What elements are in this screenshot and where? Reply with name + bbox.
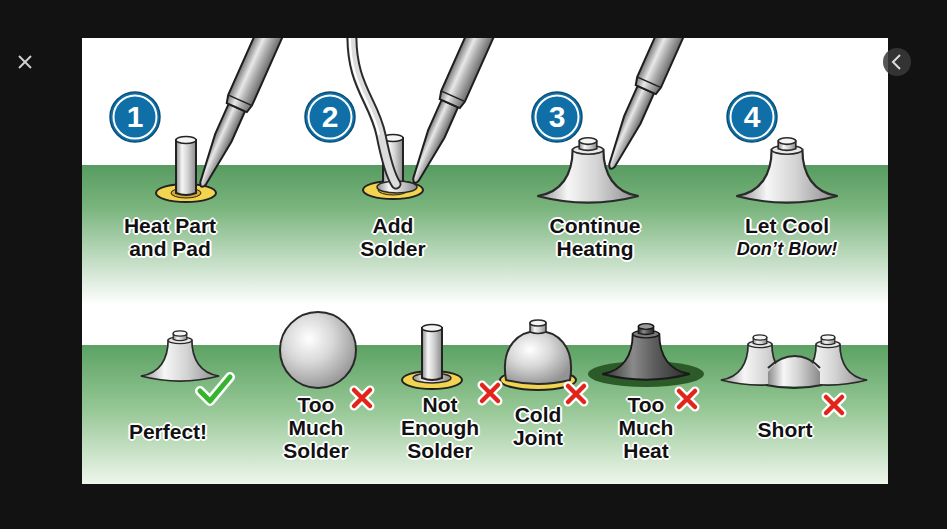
callout-number: 1 (127, 102, 144, 132)
badge-disc (727, 92, 777, 142)
step-caption: Heat Part and Pad (115, 214, 225, 260)
solder-ball (280, 312, 356, 388)
panel (82, 38, 888, 484)
badge-disc (305, 92, 355, 142)
result-caption: Cold Joint (513, 403, 563, 449)
tools (190, 38, 732, 192)
cross-stroke (354, 390, 370, 406)
solder-bridge (768, 356, 820, 387)
bridged-joints (721, 335, 867, 388)
burnt-joint (602, 324, 689, 380)
check-mark (200, 377, 230, 401)
lead-top (422, 325, 442, 332)
badge-disc (532, 92, 582, 142)
back-button-disc (883, 48, 911, 76)
cold-joint (500, 320, 576, 390)
badge-ring (731, 96, 774, 139)
solder-wire (352, 38, 396, 184)
result-caption: Perfect! (129, 420, 207, 443)
back-button (883, 48, 911, 76)
back-chevron (893, 55, 900, 69)
cross-mark (679, 391, 695, 407)
cross-stroke (482, 385, 498, 401)
result-caption: Not Enough Solder (401, 393, 479, 462)
lead-top (176, 137, 196, 144)
cross-outline (826, 397, 842, 413)
solder-joint (141, 331, 219, 381)
step-number: 1 (109, 91, 161, 143)
soldering-iron (190, 38, 323, 192)
step-number: 4 (726, 91, 778, 143)
callout-number: 3 (549, 102, 566, 132)
result-caption: Too Much Solder (283, 393, 348, 462)
solder-wire-outline (352, 38, 396, 184)
cross-stroke (568, 386, 584, 402)
step-caption: Add Solder (353, 214, 433, 260)
cross-mark (826, 397, 842, 413)
solder-joint (736, 138, 837, 203)
soldering-iron (403, 38, 536, 188)
badge-ring (114, 96, 157, 139)
solder-dome (505, 331, 571, 384)
callout-number: 2 (322, 102, 339, 132)
step-number: 2 (304, 91, 356, 143)
cross-mark (354, 390, 370, 406)
cross-stroke (826, 397, 842, 413)
thin-joint (402, 325, 462, 390)
close-icon (19, 56, 31, 68)
callout-number: 4 (744, 102, 761, 132)
badge-disc (110, 92, 160, 142)
cross-outline (679, 391, 695, 407)
badge-ring (309, 96, 352, 139)
cross-outline (568, 386, 584, 402)
bridge-outline (768, 356, 820, 368)
step-caption: Continue Heating (535, 214, 655, 260)
result-caption: Short (758, 418, 813, 441)
cross-mark (568, 386, 584, 402)
component-lead (422, 328, 442, 380)
result-caption: Too Much Heat (619, 393, 674, 462)
badge-ring (536, 96, 579, 139)
close-stroke (19, 56, 31, 68)
bridge-outline (766, 385, 822, 388)
cross-mark (482, 385, 498, 401)
close-stroke (19, 56, 31, 68)
component-lead (176, 140, 196, 195)
step-note: Don’t Blow! (737, 240, 837, 260)
lead-top (530, 320, 546, 326)
cross-stroke (679, 391, 695, 407)
check-outline (200, 377, 230, 401)
soldering-iron (599, 38, 732, 174)
cross-outline (482, 385, 498, 401)
check-stroke (200, 377, 230, 401)
step-number: 3 (531, 91, 583, 143)
step-caption: Let Cool (745, 214, 829, 237)
cross-outline (354, 390, 370, 406)
